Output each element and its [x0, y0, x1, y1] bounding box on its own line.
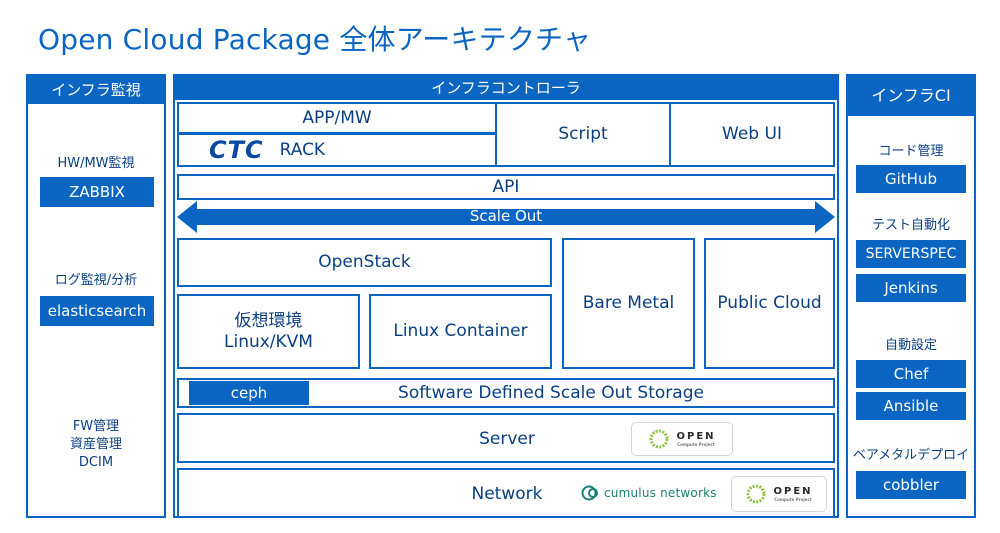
script-box: Script [495, 102, 671, 167]
storage-box: ceph Software Defined Scale Out Storage [177, 378, 835, 408]
serverspec-chip: SERVERSPEC [856, 240, 966, 268]
cumulus-icon [581, 485, 598, 501]
cobbler-chip: cobbler [856, 471, 966, 499]
dcim-label: DCIM [78, 455, 114, 470]
ctc-logo: CTC [209, 136, 264, 164]
page-title: Open Cloud Package 全体アーキテクチャ [38, 23, 592, 56]
server-label: Server [479, 429, 535, 449]
storage-label: Software Defined Scale Out Storage [398, 382, 704, 403]
rack-label: RACK [279, 139, 326, 160]
scale-out-arrow [177, 201, 835, 233]
infra-ci-panel: インフラCI コード管理 GitHub テスト自動化 SERVERSPEC Je… [846, 74, 976, 518]
cumulus-logo: cumulus networks [581, 484, 717, 502]
ansible-chip: Ansible [856, 392, 966, 420]
openstack-box: OpenStack [177, 238, 552, 287]
bare-metal-box: Bare Metal [562, 238, 695, 369]
bare-metal-deploy-label: ベアメタルデプロイ [852, 448, 970, 463]
public-cloud-box: Public Cloud [704, 238, 835, 369]
zabbix-chip: ZABBIX [40, 177, 154, 207]
api-box: API [177, 174, 835, 200]
elasticsearch-chip: elasticsearch [40, 296, 154, 326]
test-automation-label: テスト自動化 [871, 218, 950, 233]
app-mw-box: APP/MW [177, 102, 497, 134]
github-chip: GitHub [856, 165, 966, 193]
ocp-ring-icon [746, 484, 766, 504]
ctc-rack-box: CTC RACK [177, 133, 497, 167]
asset-management-label: 資産管理 [69, 437, 122, 452]
virtual-env-box: 仮想環境 Linux/KVM [177, 294, 360, 369]
ocp-ring-icon [649, 429, 669, 449]
log-monitoring-label: ログ監視/分析 [54, 273, 138, 288]
fw-management-label: FW管理 [72, 419, 120, 434]
code-management-label: コード管理 [878, 144, 944, 159]
linux-kvm-label: Linux/KVM [224, 331, 313, 352]
linux-container-box: Linux Container [369, 294, 552, 369]
jenkins-chip: Jenkins [856, 274, 966, 302]
virtual-env-label: 仮想環境 [234, 311, 303, 332]
infra-controller-header: インフラコントローラ [175, 76, 837, 100]
network-label: Network [471, 484, 543, 504]
scale-out-label: Scale Out [469, 207, 543, 225]
infra-ci-header: インフラCI [848, 76, 974, 116]
auto-config-label: 自動設定 [884, 338, 937, 353]
ceph-chip: ceph [189, 381, 309, 405]
chef-chip: Chef [856, 360, 966, 388]
monitoring-header: インフラ監視 [28, 76, 164, 104]
hw-mw-monitoring-label: HW/MW監視 [57, 156, 135, 171]
web-ui-box: Web UI [669, 102, 835, 167]
monitoring-panel: インフラ監視 HW/MW監視 ZABBIX ログ監視/分析 elasticsea… [26, 74, 166, 518]
